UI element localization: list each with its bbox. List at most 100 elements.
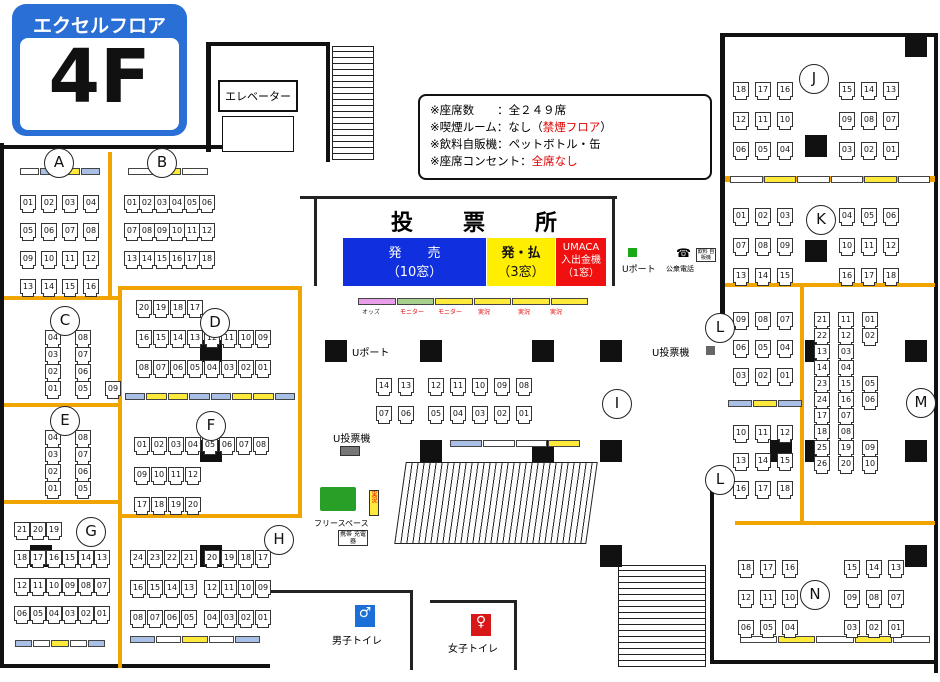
seat-a-16: 16 — [83, 279, 99, 297]
pillar — [325, 340, 347, 362]
seat-j-09: 09 — [839, 112, 855, 130]
seat-a-13: 13 — [20, 279, 36, 297]
seat-f-06: 06 — [219, 437, 235, 455]
u-voting-right-label: U投票機 — [652, 348, 690, 359]
seat-g-01: 01 — [94, 606, 110, 624]
seat-b-15: 15 — [154, 251, 170, 269]
seat-k-07: 07 — [733, 238, 749, 256]
stairs-top — [332, 46, 374, 160]
seat-f-17: 17 — [134, 497, 150, 515]
seat-m-06: 06 — [862, 392, 878, 410]
seat-i-11: 11 — [450, 378, 466, 396]
seat-h-11: 11 — [221, 580, 237, 598]
seat-g-05: 05 — [30, 606, 46, 624]
seat-h-08: 08 — [130, 610, 146, 628]
info-seat-count: ※座席数 ：全２４９席 — [430, 103, 567, 117]
seat-a-03: 03 — [62, 195, 78, 213]
seat-d-top-13: 13 — [187, 330, 203, 348]
seat-d-top-10: 10 — [238, 330, 254, 348]
seat-i-12: 12 — [428, 378, 444, 396]
seat-k-12: 12 — [883, 238, 899, 256]
floor-number: 4F — [48, 34, 151, 120]
seat-l-bot-17: 17 — [755, 481, 771, 499]
seat-m-01: 01 — [862, 312, 878, 330]
seat-n-14: 14 — [866, 560, 882, 578]
monitor-row-jk — [730, 176, 930, 183]
seat-c-09: 09 — [105, 381, 121, 399]
seat-f-09: 09 — [134, 467, 150, 485]
seat-m-14: 14 — [814, 360, 830, 378]
seat-g-20: 20 — [30, 522, 46, 540]
seat-n-06: 06 — [738, 620, 754, 638]
seat-i-07: 07 — [376, 406, 392, 424]
seat-c-07: 07 — [75, 347, 91, 365]
seat-f-11: 11 — [168, 467, 184, 485]
seat-a-07: 07 — [62, 223, 78, 241]
seat-m-17: 17 — [814, 408, 830, 426]
monitor-row-d — [125, 393, 295, 400]
seat-j-07: 07 — [883, 112, 899, 130]
seat-k-14: 14 — [755, 268, 771, 286]
escalator — [394, 462, 598, 544]
seat-j-01: 01 — [883, 142, 899, 160]
seat-h-15: 15 — [147, 580, 163, 598]
seat-m-12: 12 — [838, 328, 854, 346]
seat-l-top-03: 03 — [733, 368, 749, 386]
seat-g-09: 09 — [62, 578, 78, 596]
seat-l-bot-12: 12 — [777, 425, 793, 443]
u-voting-center-label: U投票機 — [333, 434, 371, 445]
vending-machine: 飲料 自販機 — [696, 248, 716, 262]
seat-f-02: 02 — [151, 437, 167, 455]
seat-i-13: 13 — [398, 378, 414, 396]
seat-i-03: 03 — [472, 406, 488, 424]
sales-window: 発 売（10窓） — [343, 238, 486, 286]
seat-g-15: 15 — [62, 550, 78, 568]
seat-b-11: 11 — [184, 223, 200, 241]
seat-c-01: 01 — [45, 381, 61, 399]
pillar — [600, 440, 622, 462]
seat-b-08: 08 — [139, 223, 155, 241]
seat-h-24: 24 — [130, 550, 146, 568]
seat-d-top-14: 14 — [170, 330, 186, 348]
seat-m-08: 08 — [838, 424, 854, 442]
seat-h-22: 22 — [164, 550, 180, 568]
seat-n-10: 10 — [782, 590, 798, 608]
zone-label-d: D — [200, 308, 230, 338]
seat-l-top-02: 02 — [755, 368, 771, 386]
zone-label-i: I — [602, 389, 632, 419]
seat-g-08: 08 — [78, 578, 94, 596]
seat-j-18: 18 — [733, 82, 749, 100]
seat-l-bot-14: 14 — [755, 453, 771, 471]
seat-j-11: 11 — [755, 112, 771, 130]
pillar — [805, 240, 827, 262]
seat-a-11: 11 — [62, 251, 78, 269]
seat-f-04: 04 — [185, 437, 201, 455]
seat-l-top-07: 07 — [777, 312, 793, 330]
seat-h-21: 21 — [181, 550, 197, 568]
seat-n-03: 03 — [844, 620, 860, 638]
seat-b-02: 02 — [139, 195, 155, 213]
pillar — [905, 35, 927, 57]
info-outlet: ※座席コンセント：全席なし — [430, 154, 578, 168]
pillar — [805, 135, 827, 157]
seat-d-top-05: 05 — [187, 360, 203, 378]
seat-e-08: 08 — [75, 430, 91, 448]
monitor-row-n — [740, 636, 931, 643]
seat-m-02: 02 — [862, 328, 878, 346]
seat-c-06: 06 — [75, 364, 91, 382]
mens-toilet-label: 男子トイレ — [332, 636, 382, 647]
zone-label-n: N — [800, 580, 830, 610]
seat-b-01: 01 — [124, 195, 140, 213]
seat-a-14: 14 — [41, 279, 57, 297]
seat-m-09: 09 — [862, 440, 878, 458]
womens-icon: ♀ — [471, 614, 491, 636]
seat-n-01: 01 — [888, 620, 904, 638]
seat-m-05: 05 — [862, 376, 878, 394]
seat-a-08: 08 — [83, 223, 99, 241]
seat-l-top-05: 05 — [755, 340, 771, 358]
seat-b-13: 13 — [124, 251, 140, 269]
seat-k-10: 10 — [839, 238, 855, 256]
seat-f-01: 01 — [134, 437, 150, 455]
u-voting-right-icon — [706, 346, 715, 355]
seat-j-04: 04 — [777, 142, 793, 160]
